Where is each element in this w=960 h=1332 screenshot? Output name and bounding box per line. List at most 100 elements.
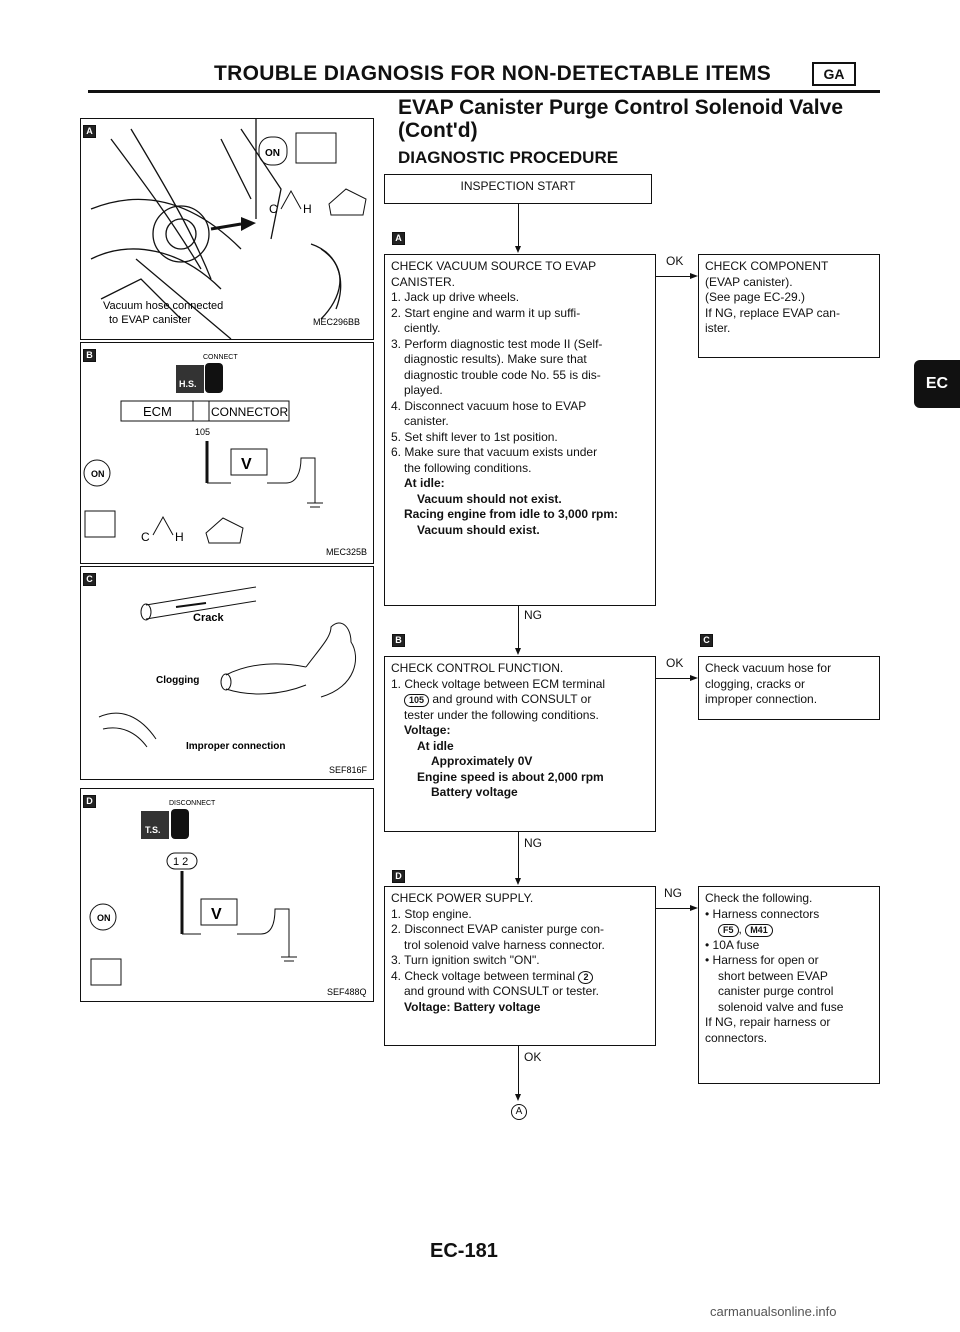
comp2-line: clogging, cracks or <box>705 676 806 691</box>
step2-bold: At idle <box>417 738 454 753</box>
panel-b-v: V <box>241 456 252 473</box>
step1-line: the following conditions. <box>404 460 532 475</box>
panel-a-code: MEC296BB <box>313 317 360 327</box>
inspection-start-box: INSPECTION START <box>384 174 652 204</box>
step1-bold: Racing engine from idle to 3,000 rpm: <box>404 507 619 521</box>
panel-d-disconnect: DISCONNECT <box>169 800 216 807</box>
comp3-line: short between EVAP <box>718 968 828 983</box>
step2-bold: Battery voltage <box>431 785 518 799</box>
flow-arrow <box>690 905 698 911</box>
flow-line <box>656 276 692 277</box>
check-vacuum-source-box: CHECK VACUUM SOURCE TO EVAP CANISTER. 1.… <box>384 254 656 606</box>
panel-d-v: V <box>211 906 222 923</box>
panel-b-connector: CONNECTOR <box>211 405 288 419</box>
panel-a-marker: A <box>83 125 96 138</box>
ga-badge: GA <box>812 62 856 86</box>
step3-bold: Voltage: Battery voltage <box>404 999 541 1014</box>
panel-a-label1: Vacuum hose connected <box>103 300 223 312</box>
comp1-line: CHECK COMPONENT <box>705 259 829 273</box>
step1-line: 2. Start engine and warm it up suffi- <box>391 305 581 320</box>
comp3-line: canister purge control <box>718 984 834 998</box>
step1-line: 1. Jack up drive wheels. <box>391 290 520 304</box>
step2-bold: Voltage: <box>404 723 451 737</box>
flow-marker-b: B <box>392 634 405 647</box>
step1-line: CANISTER. <box>391 274 456 289</box>
connector-105-badge: 105 <box>404 694 430 707</box>
panel-a-c-label: C <box>269 202 278 216</box>
step1-line: 5. Set shift lever to 1st position. <box>391 429 558 444</box>
flow-line <box>656 908 692 909</box>
comp3-line: • 10A fuse <box>705 937 760 952</box>
comp1-line: (See page EC-29.) <box>705 290 806 304</box>
step2-line: CHECK CONTROL FUNCTION. <box>391 661 564 675</box>
panel-b-ecm: ECM <box>143 404 172 419</box>
comp1-line: ister. <box>705 321 731 335</box>
svg-text:ON: ON <box>265 148 280 159</box>
panel-c-crack: Crack <box>193 612 224 624</box>
panel-b-marker: B <box>83 349 96 362</box>
comp3-line: connectors. <box>705 1030 768 1045</box>
flow-marker-c: C <box>700 634 713 647</box>
flow-arrow <box>690 273 698 279</box>
ec-side-tab: EC <box>914 360 960 408</box>
step3-line: 1. Stop engine. <box>391 906 472 921</box>
flow-arrow <box>690 675 698 681</box>
continue-to-a-marker: A <box>511 1104 527 1120</box>
comp3-line: If NG, repair harness or <box>705 1015 831 1029</box>
page-number: EC-181 <box>430 1240 498 1262</box>
flow-arrow <box>515 246 521 253</box>
step2-line: 1. Check voltage between ECM terminal <box>391 676 606 691</box>
ok-label-2: OK <box>666 656 684 670</box>
section-title: TROUBLE DIAGNOSIS FOR NON-DETECTABLE ITE… <box>214 62 772 85</box>
panel-d-ts: T.S. <box>145 825 161 835</box>
comp1-line: If NG, replace EVAP can- <box>705 305 840 320</box>
flow-arrow <box>515 648 521 655</box>
step1-line: CHECK VACUUM SOURCE TO EVAP <box>391 259 597 273</box>
panel-d-pins: 1 2 <box>173 856 188 868</box>
flow-line <box>518 1046 519 1098</box>
watermark: carmanualsonline.info <box>710 1304 837 1319</box>
check-harness-box: Check the following. • Harness connector… <box>698 886 880 1084</box>
step2-bold: Engine speed is about 2,000 rpm <box>417 769 604 784</box>
panel-b: B H.S. CONNECT ECM CONNECTOR 105 V ON C … <box>80 342 374 564</box>
flow-line <box>518 832 519 882</box>
ng-label-2: NG <box>524 836 542 850</box>
panel-c-marker: C <box>83 573 96 586</box>
step3-line: trol solenoid valve harness connector. <box>404 937 605 952</box>
panel-d: D T.S. DISCONNECT 1 2 V ON SEF488Q <box>80 788 374 1002</box>
panel-c: C Crack Clogging Improper connection SEF… <box>80 566 374 780</box>
diagnostic-procedure-heading: DIAGNOSTIC PROCEDURE <box>398 148 619 167</box>
check-vacuum-hose-box: Check vacuum hose for clogging, cracks o… <box>698 656 880 720</box>
comp3-line: Check the following. <box>705 891 813 905</box>
comp3-line: solenoid valve and fuse <box>718 999 844 1014</box>
panel-c-code: SEF816F <box>329 765 368 775</box>
step1-bold: At idle: <box>404 476 445 490</box>
power-supply-check-illustration: T.S. DISCONNECT 1 2 V ON SEF488Q <box>89 800 367 997</box>
flow-marker-a: A <box>392 232 405 245</box>
check-power-supply-box: CHECK POWER SUPPLY. 1. Stop engine. 2. D… <box>384 886 656 1046</box>
panel-c-clogging: Clogging <box>156 675 199 686</box>
panel-c-improper: Improper connection <box>186 741 285 752</box>
step1-line: canister. <box>404 414 449 428</box>
header-rule <box>88 90 880 93</box>
step3-line: 4. Check voltage between terminal <box>391 968 576 983</box>
step1-bold: Vacuum should exist. <box>417 522 540 537</box>
step1-line: ciently. <box>404 321 441 335</box>
panel-b-hs: H.S. <box>179 379 197 389</box>
engine-hose-illustration: ON C H Vacuum hose connected to EVAP can… <box>90 119 367 339</box>
terminal-2-badge: 2 <box>578 970 594 984</box>
comp2-line: improper connection. <box>705 692 818 706</box>
inspection-start-label: INSPECTION START <box>460 179 576 193</box>
comp2-line: Check vacuum hose for <box>705 661 832 675</box>
flow-line <box>518 204 519 250</box>
flow-arrow <box>515 878 521 885</box>
flow-line <box>656 678 692 679</box>
step1-line: 6. Make sure that vacuum exists under <box>391 445 598 459</box>
panel-b-connect: CONNECT <box>203 354 238 361</box>
hose-inspection-illustration: Crack Clogging Improper connection SEF81… <box>98 586 368 775</box>
step1-line: 4. Disconnect vacuum hose to EVAP <box>391 398 587 413</box>
step2-line: and ground with CONSULT or <box>432 692 592 706</box>
step3-line: 3. Turn ignition switch "ON". <box>391 953 540 967</box>
panel-b-pin: 105 <box>195 427 210 437</box>
panel-a: A ON C H Vacuum hose connected to EVAP c… <box>80 118 374 340</box>
